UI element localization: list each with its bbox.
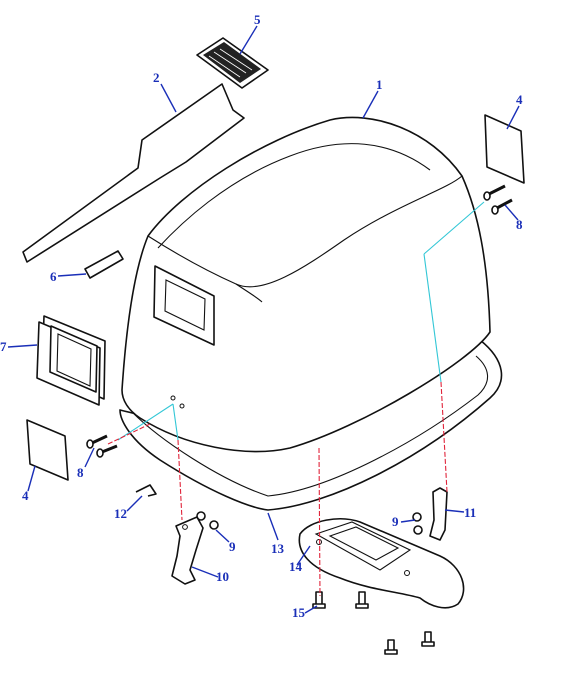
- nut-part-9-left: [196, 511, 219, 530]
- callout-6: 6: [50, 269, 57, 284]
- engine-cowling-part-1: [121, 116, 491, 453]
- callout-labels: 1 2 5 4 4 6 7 8 8 9 9 10 11 12 13 14 15: [0, 12, 523, 620]
- assembly-guide-lines: [107, 201, 485, 597]
- callout-4-upper: 4: [516, 92, 523, 107]
- callout-5: 5: [254, 12, 261, 27]
- screw-part-8-upper: [483, 184, 513, 215]
- callout-15: 15: [292, 605, 306, 620]
- bracket-part-10: [171, 516, 204, 585]
- nut-part-9-right: [412, 512, 423, 535]
- callout-10: 10: [216, 569, 229, 584]
- callout-1: 1: [376, 77, 383, 92]
- callout-2: 2: [153, 70, 160, 85]
- callout-7: 7: [0, 339, 7, 354]
- callout-4-lower: 4: [22, 488, 29, 503]
- callout-8-left: 8: [77, 465, 84, 480]
- callout-8-right: 8: [516, 217, 523, 232]
- bracket-part-11: [429, 487, 448, 541]
- bolt-part-15: [312, 591, 435, 655]
- callout-11: 11: [464, 505, 476, 520]
- pad-part-4-upper: [484, 114, 525, 184]
- pad-part-4-lower: [26, 419, 69, 481]
- callout-12: 12: [114, 506, 127, 521]
- screw-part-8-lower: [86, 434, 118, 458]
- callout-9-left: 9: [229, 539, 236, 554]
- callout-9-right: 9: [392, 514, 399, 529]
- clip-part-12: [135, 484, 157, 497]
- callout-13: 13: [271, 541, 285, 556]
- side-decal-part-2: [22, 83, 245, 263]
- callout-leaders: [7, 25, 520, 614]
- label-plate-part-5: [196, 37, 269, 89]
- small-decal-part-6: [84, 250, 124, 279]
- vent-frame-part-7: [36, 315, 106, 406]
- callout-14: 14: [289, 559, 303, 574]
- lower-pan-part-14: [298, 518, 465, 609]
